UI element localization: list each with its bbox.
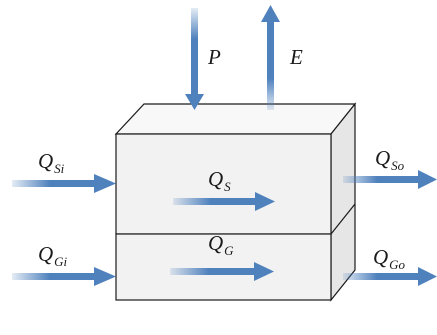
- precip-label: P: [207, 45, 221, 69]
- ground-storage-arrow: [170, 262, 274, 281]
- ground-storage-label: QG: [208, 231, 234, 258]
- box-side-face: [330, 102, 356, 302]
- side-layer-divider: [330, 203, 356, 235]
- surface-inflow-arrow: [12, 174, 116, 193]
- ground-outflow-label: QGo: [373, 245, 406, 272]
- surface-storage-arrow: [173, 192, 275, 211]
- surface-layer: [115, 133, 332, 235]
- ground-outflow-arrow: [343, 267, 437, 286]
- evap-label: E: [289, 45, 303, 69]
- surface-outflow-label: QSo: [375, 146, 405, 173]
- surface-inflow-label: QSi: [38, 149, 65, 176]
- evap-arrow: [261, 5, 280, 110]
- precip-arrow: [185, 8, 204, 110]
- ground-inflow-label: QGi: [38, 242, 68, 269]
- surface-storage-label: QS: [208, 167, 231, 194]
- box-top-face: [114, 103, 357, 135]
- groundwater-layer: [115, 233, 332, 301]
- ground-inflow-arrow: [12, 267, 116, 286]
- surface-outflow-arrow: [343, 170, 437, 189]
